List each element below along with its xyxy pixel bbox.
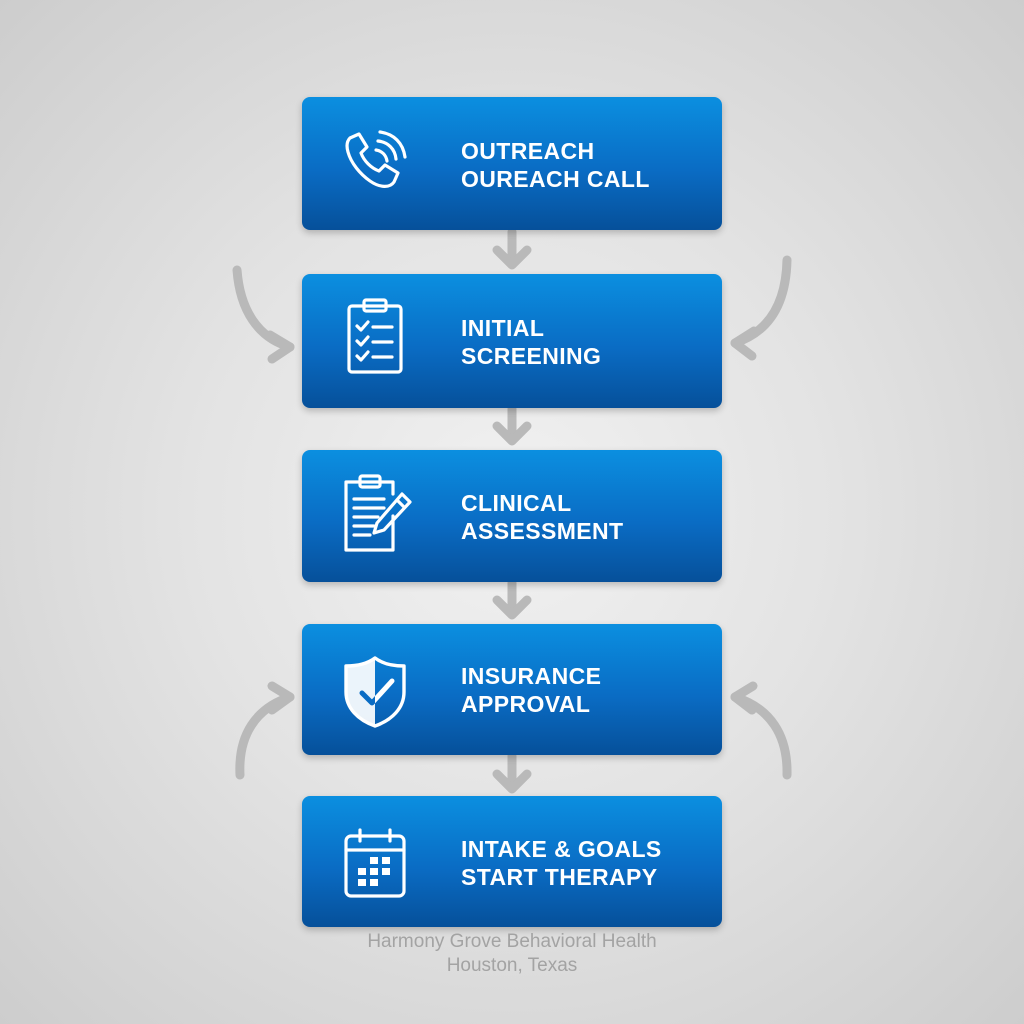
curved-arrow-left-bottom: [235, 681, 295, 780]
step-title-line2: ASSESSMENT: [461, 518, 624, 544]
step-label: CLINICAL ASSESSMENT: [461, 489, 623, 545]
clipboard-checklist-icon: [340, 296, 410, 374]
step-title-line2: APPROVAL: [461, 691, 591, 717]
calendar-icon: [340, 826, 410, 898]
shield-check-icon: [340, 654, 410, 728]
footer: Harmony Grove Behavioral Health Houston,…: [0, 930, 1024, 978]
step-intake-start-therapy: INTAKE & GOALS START THERAPY: [302, 796, 722, 927]
curved-arrow-right-bottom: [730, 681, 792, 780]
step-label: INTAKE & GOALS START THERAPY: [461, 835, 662, 891]
step-title-line2: START THERAPY: [461, 864, 658, 890]
step-clinical-assessment: CLINICAL ASSESSMENT: [302, 450, 722, 582]
curved-arrow-left-top: [232, 265, 295, 364]
step-title-line1: CLINICAL: [461, 490, 572, 516]
step-title-line1: INTAKE & GOALS: [461, 836, 662, 862]
step-title-line1: INSURANCE: [461, 663, 602, 689]
organization-name: Harmony Grove Behavioral Health: [367, 931, 657, 952]
step-label: OUTREACH OUREACH CALL: [461, 137, 650, 193]
curved-arrow-right-top: [730, 255, 792, 361]
step-title-line2: OUREACH CALL: [461, 166, 650, 192]
down-arrow-1: [492, 227, 532, 270]
step-title-line1: OUTREACH: [461, 138, 595, 164]
down-arrow-2: [492, 404, 532, 446]
down-arrow-4: [492, 751, 532, 794]
organization-location: Houston, Texas: [446, 955, 578, 976]
clipboard-pen-icon: [340, 472, 412, 552]
step-outreach-call: OUTREACH OUREACH CALL: [302, 97, 722, 230]
phone-call-icon: [340, 128, 410, 198]
step-title-line2: SCREENING: [461, 343, 602, 369]
step-insurance-approval: INSURANCE APPROVAL: [302, 624, 722, 755]
down-arrow-3: [492, 578, 532, 620]
step-label: INSURANCE APPROVAL: [461, 662, 601, 718]
step-label: INITIAL SCREENING: [461, 314, 601, 370]
step-title-line1: INITIAL: [461, 315, 545, 341]
step-initial-screening: INITIAL SCREENING: [302, 274, 722, 408]
